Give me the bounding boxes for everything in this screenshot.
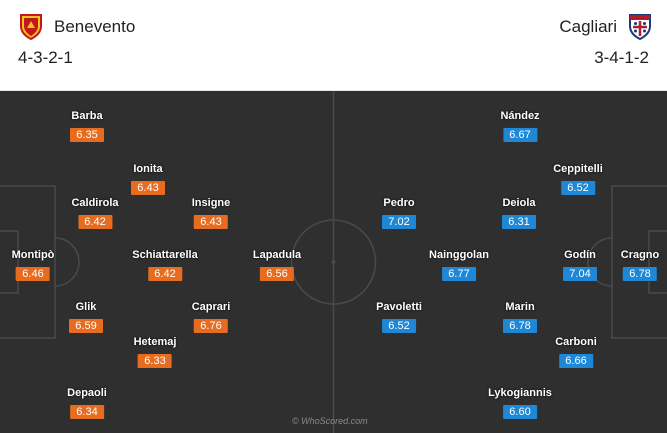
player-rating: 6.43 [193, 215, 228, 229]
player-name: Ionita [133, 163, 163, 175]
player-rating: 6.60 [503, 405, 537, 419]
player-name: Depaoli [67, 387, 107, 399]
match-header: Benevento 4-3-2-1 Cagliari 3-4-1-2 [0, 0, 667, 91]
player-rating: 6.34 [69, 405, 104, 419]
player-rating: 6.42 [147, 267, 182, 281]
away-player[interactable]: Pedro 7.02 [382, 197, 416, 230]
player-rating: 6.78 [623, 267, 657, 281]
watermark: © WhoScored.com [292, 416, 368, 426]
player-rating: 6.31 [502, 215, 536, 229]
away-formation: 3-4-1-2 [594, 48, 649, 67]
away-team-name[interactable]: Cagliari [559, 17, 617, 36]
player-rating: 7.04 [563, 267, 597, 281]
away-player[interactable]: Nainggolan 6.77 [429, 249, 489, 282]
home-formation: 4-3-2-1 [18, 48, 73, 67]
away-player[interactable]: Deiola 6.31 [502, 197, 536, 230]
home-player[interactable]: Schiattarella 6.42 [132, 249, 198, 282]
player-name: Cragno [620, 249, 660, 261]
player-rating: 6.67 [503, 128, 537, 142]
benevento-crest-icon [20, 14, 42, 40]
away-player[interactable]: Godín 7.04 [563, 249, 597, 282]
player-name: Caldirola [71, 197, 119, 209]
player-rating: 6.46 [15, 267, 50, 281]
player-rating: 6.43 [131, 181, 165, 195]
away-player[interactable]: Lykogiannis 6.60 [488, 387, 552, 420]
away-player[interactable]: Nández 6.67 [500, 110, 540, 143]
player-name: Barba [71, 110, 103, 122]
home-player[interactable]: Hetemaj 6.33 [133, 336, 177, 369]
away-player[interactable]: Carboni 6.66 [555, 336, 597, 369]
away-player[interactable]: Marin 6.78 [503, 301, 537, 334]
player-rating: 6.33 [137, 354, 172, 368]
player-name: Glik [75, 301, 97, 313]
player-name: Lykogiannis [488, 387, 552, 399]
home-player[interactable]: Montipò 6.46 [11, 249, 55, 282]
home-player[interactable]: Caldirola 6.42 [71, 197, 119, 230]
player-rating: 6.77 [441, 267, 476, 281]
player-rating: 6.42 [77, 215, 112, 229]
away-player[interactable]: Cragno 6.78 [620, 249, 660, 282]
player-rating: 7.02 [382, 215, 416, 229]
player-name: Pavoletti [376, 301, 422, 313]
home-player[interactable]: Depaoli 6.34 [67, 387, 107, 420]
away-player[interactable]: Ceppitelli 6.52 [553, 163, 603, 196]
away-player[interactable]: Pavoletti 6.52 [376, 301, 422, 334]
player-name: Godín [564, 249, 596, 261]
home-player[interactable]: Barba 6.35 [70, 110, 104, 143]
player-name: Deiola [502, 197, 536, 209]
player-rating: 6.52 [560, 181, 595, 195]
home-team-name[interactable]: Benevento [54, 17, 136, 36]
player-name: Carboni [555, 336, 597, 348]
player-name: Ceppitelli [553, 163, 603, 175]
home-player[interactable]: Caprari 6.76 [191, 301, 231, 334]
player-rating: 6.52 [381, 319, 416, 333]
pitch: Barba 6.35 Ionita 6.43 Caldirola 6.42 In… [0, 91, 667, 433]
player-rating: 6.35 [70, 128, 104, 142]
player-name: Hetemaj [133, 336, 177, 348]
player-rating: 6.56 [259, 267, 294, 281]
player-rating: 6.78 [503, 319, 537, 333]
player-name: Marin [505, 301, 535, 313]
home-player[interactable]: Lapadula 6.56 [253, 249, 301, 282]
player-name: Montipò [11, 249, 55, 261]
player-rating: 6.66 [559, 354, 593, 368]
home-player[interactable]: Glik 6.59 [69, 301, 103, 334]
player-name: Schiattarella [132, 249, 198, 261]
player-name: Insigne [191, 197, 231, 209]
player-rating: 6.76 [194, 319, 228, 333]
pitch-markings [0, 91, 667, 433]
player-name: Caprari [191, 301, 231, 313]
cagliari-crest-icon [629, 14, 651, 40]
player-name: Lapadula [252, 249, 302, 261]
player-name: Pedro [383, 197, 415, 209]
player-name: Nainggolan [429, 249, 489, 261]
player-rating: 6.59 [69, 319, 103, 333]
home-player[interactable]: Ionita 6.43 [131, 163, 165, 196]
home-player[interactable]: Insigne 6.43 [191, 197, 231, 230]
player-name: Nández [500, 110, 540, 122]
